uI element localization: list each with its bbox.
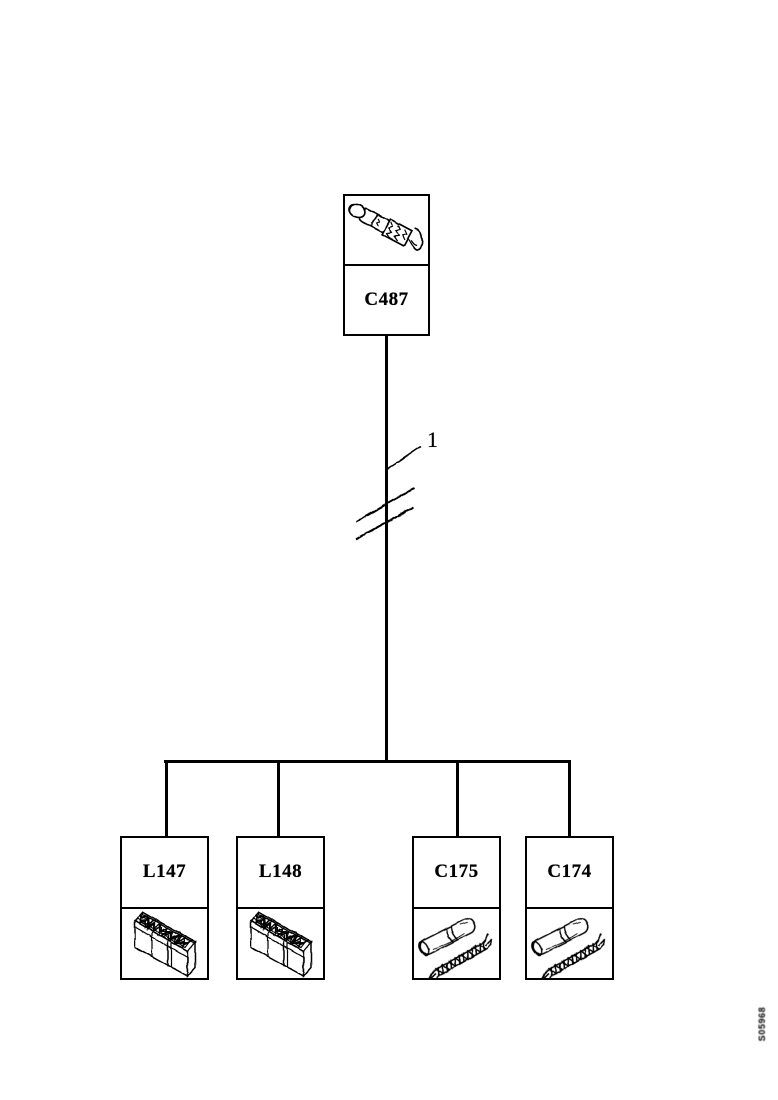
node-l147-illustration-cell — [122, 907, 207, 978]
node-c175-label: C175 — [434, 861, 479, 882]
node-l147-label: L147 — [142, 861, 187, 882]
node-c487-illustration-cell — [345, 196, 428, 264]
drop-wire-c174 — [567, 760, 571, 837]
node-c175: C175 — [412, 836, 501, 980]
node-c174-label: C174 — [547, 861, 592, 882]
node-c487: C487 — [343, 194, 430, 336]
node-c174-illustration-cell — [527, 907, 612, 978]
node-c174-label-cell: C174 — [527, 838, 612, 907]
trunk-wire — [385, 334, 388, 763]
wire-callout-label: 1 — [427, 427, 438, 452]
drop-wire-c175 — [455, 760, 459, 837]
node-l148-illustration-cell — [238, 907, 323, 978]
node-c175-label-cell: C175 — [414, 838, 499, 907]
wire-connector-sketch-icon — [345, 196, 428, 264]
inline-connector-wire-sketch-icon — [527, 909, 612, 978]
document-code: S05968 — [757, 1006, 767, 1042]
relay-box-sketch-icon — [122, 909, 207, 978]
node-c487-label-cell: C487 — [345, 264, 428, 334]
node-l148: L148 — [236, 836, 325, 980]
drop-wire-l148 — [277, 760, 280, 837]
inline-connector-wire-sketch-icon — [414, 909, 499, 978]
node-l148-label-cell: L148 — [238, 838, 323, 907]
node-l148-label: L148 — [258, 861, 303, 882]
callout-leader-line — [386, 445, 422, 470]
node-l147: L147 — [120, 836, 209, 980]
wire-break-mark-2 — [355, 506, 415, 540]
bus-wire — [164, 760, 571, 763]
drop-wire-l147 — [164, 760, 168, 837]
node-c175-illustration-cell — [414, 907, 499, 978]
wire-break-mark-1 — [355, 487, 415, 523]
node-c487-label: C487 — [364, 288, 409, 310]
relay-box-sketch-icon — [238, 909, 323, 978]
node-l147-label-cell: L147 — [122, 838, 207, 907]
node-c174: C174 — [525, 836, 614, 980]
